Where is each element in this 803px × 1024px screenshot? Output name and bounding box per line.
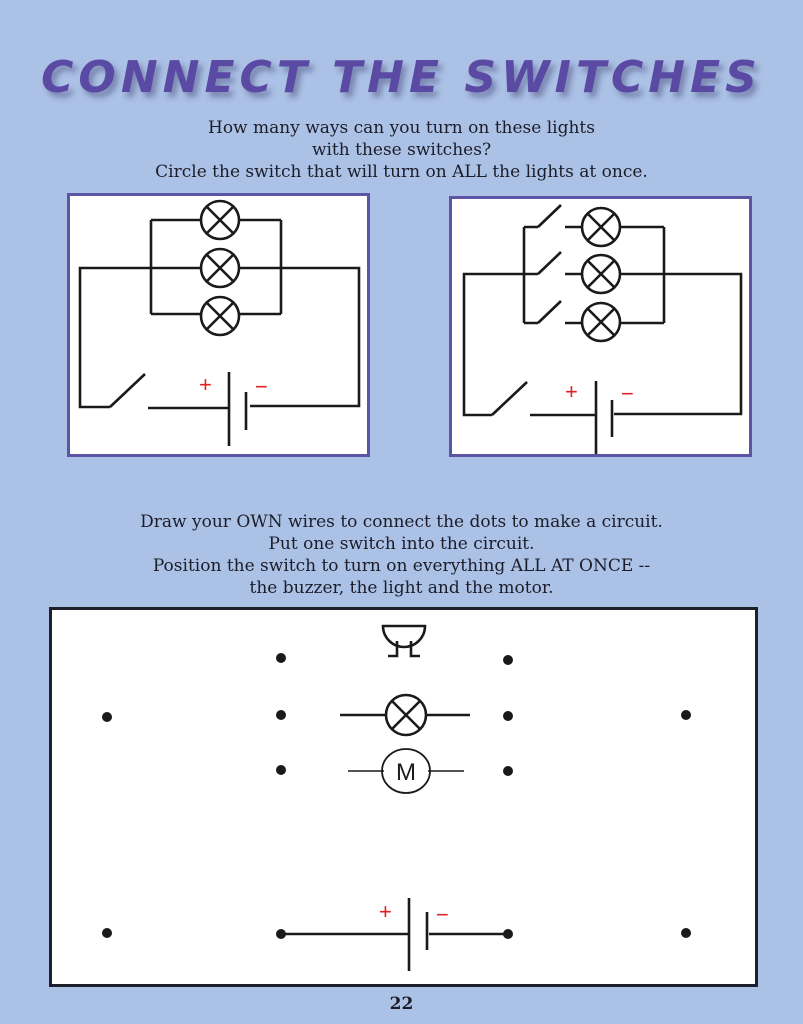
page-title: CONNECT THE SWITCHES (41, 52, 762, 103)
lamp-icon (199, 295, 241, 337)
lamp-icon (384, 693, 428, 737)
section1-instructions: How many ways can you turn on these ligh… (0, 117, 803, 183)
instruction-line: Position the switch to turn on everythin… (152, 556, 651, 576)
page-number: 22 (389, 994, 414, 1014)
connection-dots (102, 653, 691, 939)
minus-sign: − (436, 902, 449, 927)
lamp-icon (199, 247, 241, 289)
instruction-line: Draw your OWN wires to connect the dots … (140, 512, 663, 532)
lamp-icon (199, 199, 241, 241)
switch-icon (537, 300, 562, 324)
circuit-diagram-1: + − (67, 193, 370, 457)
circuit-diagram-2: + − (449, 196, 752, 457)
plus-sign: + (565, 379, 578, 404)
switch-icon (537, 204, 562, 228)
switch-icon (491, 381, 528, 416)
instruction-line: with these switches? (311, 140, 492, 160)
minus-sign: − (621, 381, 634, 406)
plus-sign: + (199, 372, 212, 397)
buzzer-icon (381, 624, 427, 658)
section2-instructions: Draw your OWN wires to connect the dots … (0, 511, 803, 599)
instruction-line: Put one switch into the circuit. (268, 534, 535, 554)
instruction-line: the buzzer, the light and the motor. (249, 578, 554, 598)
motor-label: M (396, 759, 416, 786)
battery-icon (594, 381, 614, 454)
plus-sign: + (379, 899, 392, 924)
switch-icon (537, 251, 562, 275)
minus-sign: − (255, 374, 268, 399)
battery-icon (227, 372, 248, 446)
motor-icon (381, 748, 431, 794)
drawing-area[interactable]: M + − (49, 607, 758, 987)
battery-icon (407, 898, 429, 971)
switch-icon (109, 373, 146, 408)
instruction-line: How many ways can you turn on these ligh… (208, 118, 595, 138)
instruction-line: Circle the switch that will turn on ALL … (155, 162, 648, 182)
